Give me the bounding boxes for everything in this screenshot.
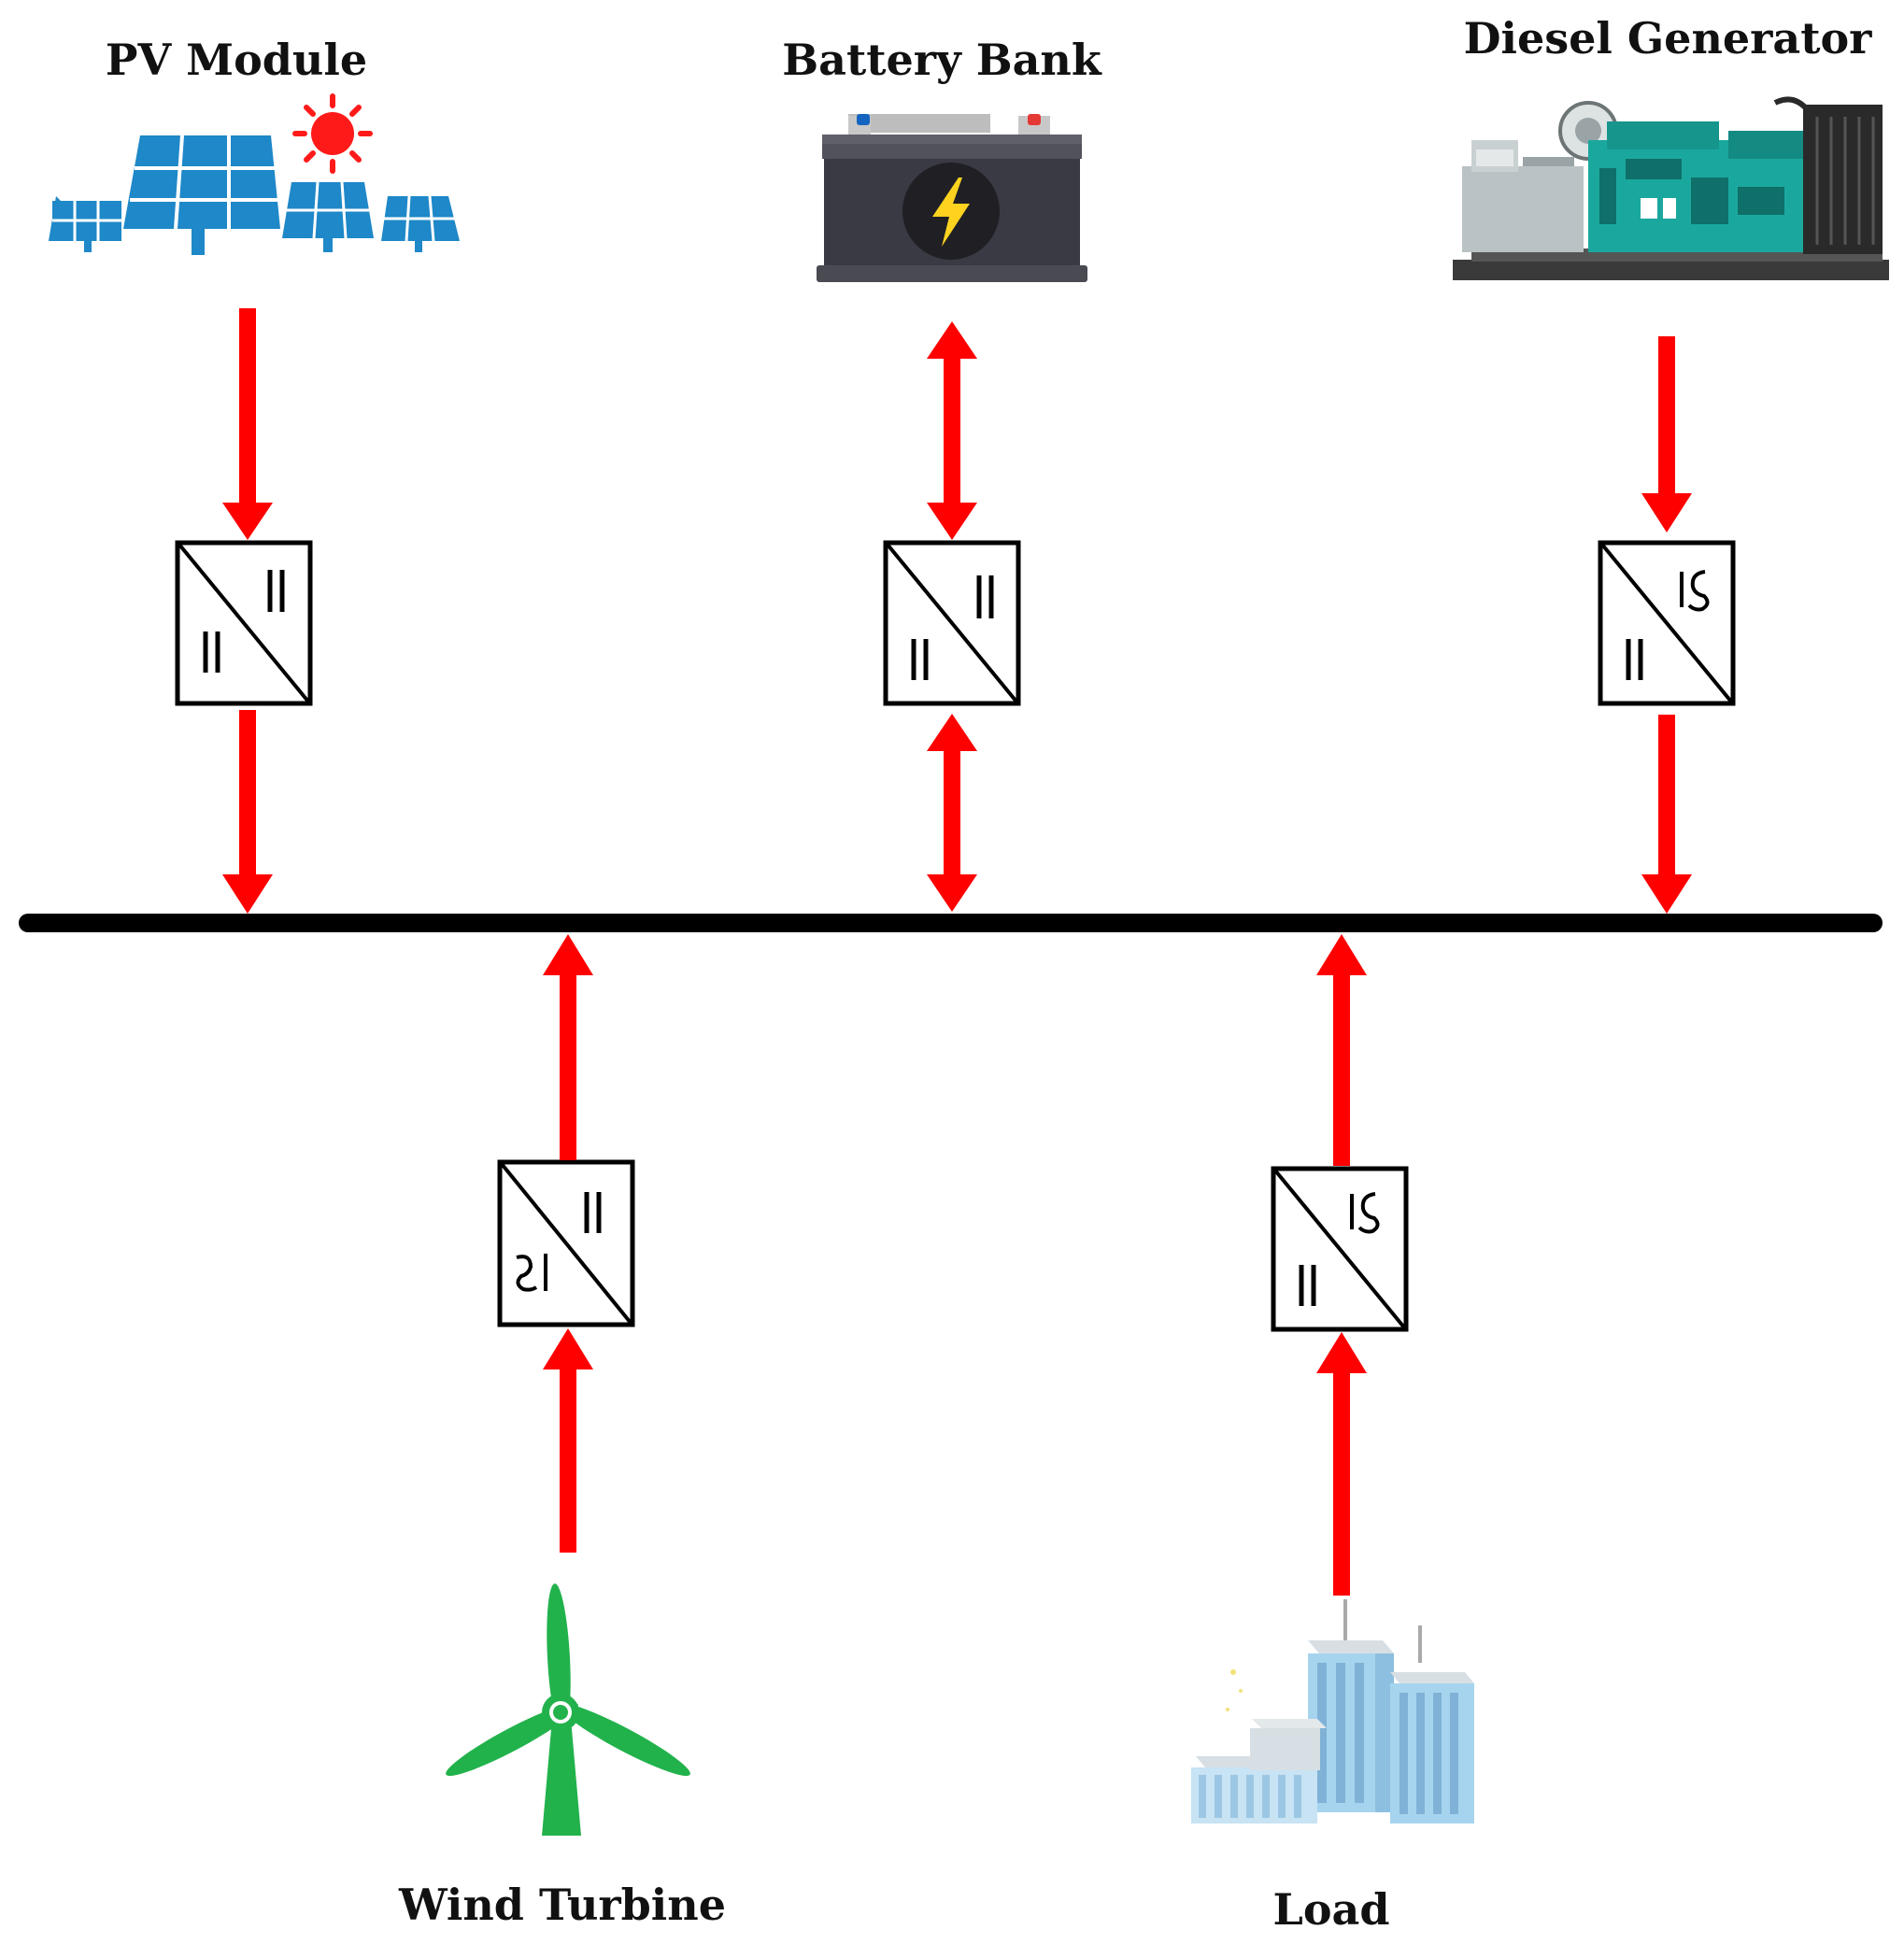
battery-dc-dc-converter: [883, 540, 1021, 706]
arrow-load-side-to-converter: [1316, 1332, 1367, 1596]
arrow-diesel-to-converter: [1641, 336, 1692, 532]
dc-symbol-output: [976, 575, 994, 618]
arrow-converter-bus-bidirectional: [927, 714, 977, 912]
arrow-diesel-converter-to-bus: [1641, 715, 1692, 914]
load-dc-ac-converter: [1271, 1166, 1409, 1332]
dc-symbol: [1626, 639, 1643, 680]
load-label: Load: [1273, 1884, 1390, 1935]
arrow-wind-to-converter: [543, 1328, 593, 1553]
wind-turbine-icon: [446, 1583, 690, 1836]
dc-symbol-output: [267, 570, 285, 612]
arrow-pv-to-converter: [222, 308, 273, 540]
diesel-generator-icon: [1453, 96, 1889, 280]
power-flow-arrows: [222, 308, 1692, 1596]
dc-symbol: [584, 1192, 602, 1233]
dc-symbol-input: [203, 631, 220, 673]
diesel-generator-label: Diesel Generator: [1464, 13, 1873, 64]
arrow-load-converter-to-bus: [1316, 934, 1367, 1166]
pv-module-label: PV Module: [106, 35, 367, 85]
ac-symbol: [1350, 1192, 1380, 1234]
arrow-wind-converter-to-bus: [543, 934, 593, 1160]
sun-icon: [292, 93, 373, 174]
pv-dc-dc-converter: [175, 540, 313, 706]
solar-panels-icon: [49, 93, 460, 255]
arrow-pv-converter-to-bus: [222, 710, 273, 914]
battery-icon: [817, 114, 1087, 282]
buildings-icon: [1191, 1599, 1474, 1823]
wind-turbine-label: Wind Turbine: [398, 1880, 726, 1930]
diesel-ac-dc-converter: [1598, 540, 1736, 706]
battery-bank-label: Battery Bank: [782, 35, 1102, 85]
ac-symbol: [516, 1254, 547, 1292]
dc-symbol-input: [911, 639, 929, 680]
wind-ac-dc-converter: [497, 1159, 635, 1327]
arrow-battery-converter-bidirectional: [927, 321, 977, 540]
dc-symbol: [1299, 1265, 1316, 1306]
ac-symbol: [1680, 570, 1710, 612]
